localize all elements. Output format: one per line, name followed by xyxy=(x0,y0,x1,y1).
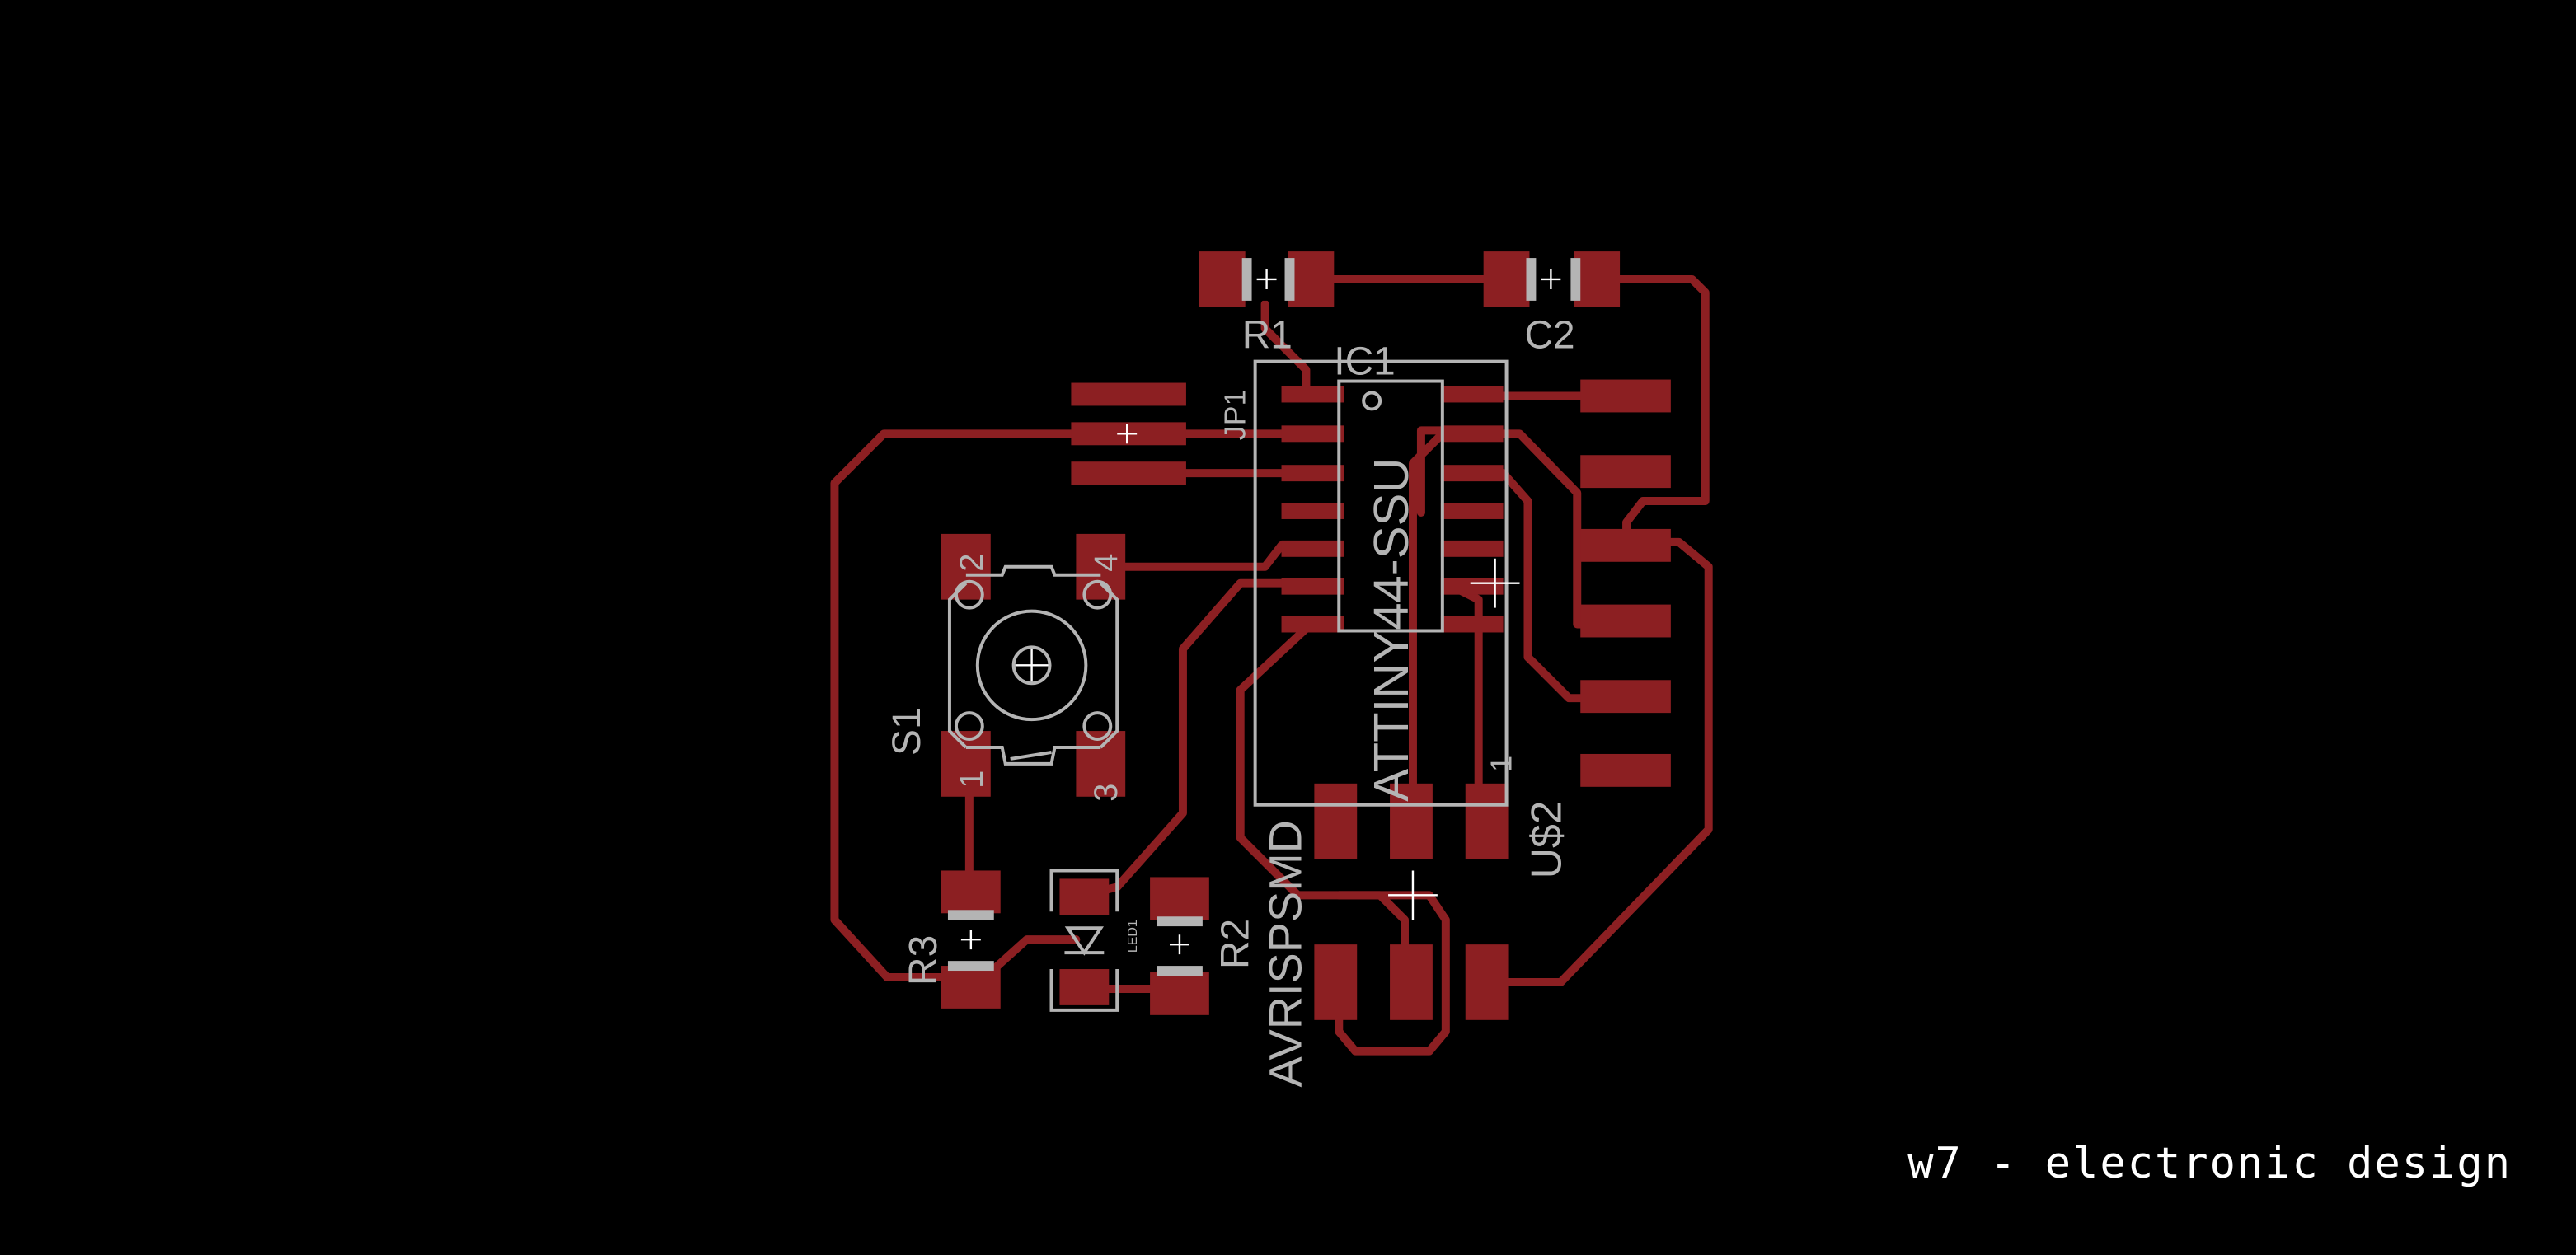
label-s1-pin1: 1 xyxy=(954,770,990,789)
avrisp-pad-4 xyxy=(1314,944,1358,1020)
ic1-pin-r4 xyxy=(1440,503,1504,519)
s1-corner-br xyxy=(1082,711,1113,742)
r3-pad-bottom xyxy=(941,966,1001,1009)
label-c2: C2 xyxy=(1524,314,1574,358)
trace-r3-led xyxy=(989,935,1081,974)
label-avrisp: AVRISPSMD xyxy=(1259,820,1311,1088)
r3-pad-top xyxy=(941,870,1001,914)
label-attiny: ATTINY44-SSU xyxy=(1363,457,1419,801)
ic1-pin1-marker xyxy=(1362,391,1382,411)
r1-pad-left xyxy=(1199,251,1246,307)
trace-avrisp-loop-bottom xyxy=(1335,891,1450,1056)
led-pad-top xyxy=(1059,878,1110,915)
ic1-pin-r5 xyxy=(1440,540,1504,557)
ic1-inner-outline xyxy=(1337,379,1444,633)
r1-origin xyxy=(1256,269,1277,289)
r1-pad-right xyxy=(1288,251,1335,307)
c2-pad-right xyxy=(1574,251,1621,307)
s1-corner-tr xyxy=(1082,579,1113,610)
s1-pad-1 xyxy=(941,731,991,797)
avrisp-pad-1 xyxy=(1314,783,1358,859)
c2-pad-left xyxy=(1483,251,1530,307)
led-pad-bottom xyxy=(1059,969,1110,1005)
origin-markers xyxy=(960,269,1561,955)
header-pad-3 xyxy=(1580,528,1671,562)
ic1-origin xyxy=(1470,558,1520,608)
header-pad-4 xyxy=(1580,604,1671,638)
silk-labels: R1 C2 IC1 JP1 ATTINY44-SSU S1 2 4 1 3 R3… xyxy=(885,314,1575,1088)
c2-body-2 xyxy=(1570,258,1581,301)
caption-title: w7 - electronic design xyxy=(1907,1139,2512,1188)
s1-knob-outer xyxy=(975,609,1088,722)
label-r3: R3 xyxy=(902,935,945,986)
ic1-pin-r3 xyxy=(1440,465,1504,482)
header-pad-1 xyxy=(1580,379,1671,413)
ic1-pin-l5 xyxy=(1281,540,1344,557)
r3-origin xyxy=(960,930,981,950)
label-s1-pin3: 3 xyxy=(1088,784,1124,802)
ic1-pin-l1 xyxy=(1281,386,1344,403)
c2-body xyxy=(1526,258,1537,301)
s1-knob-inner xyxy=(1011,645,1052,686)
ic1-pin-r1 xyxy=(1440,386,1504,403)
trace-ic-led xyxy=(1080,578,1319,900)
trace-ic-avrisp-left xyxy=(1236,616,1409,981)
label-r2: R2 xyxy=(1214,919,1258,969)
trace-ic-avrisp-mid xyxy=(1408,426,1450,826)
label-jp1: JP1 xyxy=(1219,390,1252,441)
c2-origin xyxy=(1541,269,1561,289)
r2-pad-bottom xyxy=(1150,972,1209,1015)
label-s1-pin2: 2 xyxy=(954,554,990,572)
avrisp-origin xyxy=(1388,870,1438,920)
ic1-pin-l4 xyxy=(1281,503,1344,519)
s1-pad-3 xyxy=(1076,731,1126,797)
ic1-pin-r7 xyxy=(1440,616,1504,633)
ic1-pin-l7 xyxy=(1281,616,1344,633)
trace-jp1-left-loop xyxy=(830,429,1081,981)
label-r1: R1 xyxy=(1242,314,1293,358)
label-s1: S1 xyxy=(885,707,929,756)
label-s1-pin4: 4 xyxy=(1088,554,1124,572)
smd-bodies xyxy=(947,258,1581,976)
s1-spring xyxy=(1010,750,1052,761)
led-outline xyxy=(1049,869,1119,1012)
r2-body-2 xyxy=(1157,966,1203,976)
label-led: LED1 xyxy=(1126,920,1140,953)
avrisp-pad-6 xyxy=(1465,944,1509,1020)
led-symbol xyxy=(1064,926,1105,956)
ic1-pin-l6 xyxy=(1281,578,1344,595)
s1-body-outline xyxy=(947,564,1119,766)
jp1-origin xyxy=(1117,424,1138,444)
r1-body-2 xyxy=(1284,258,1295,301)
label-ic1: IC1 xyxy=(1334,340,1395,384)
s1-corner-bl xyxy=(954,711,984,742)
trace-r1-ic xyxy=(1260,299,1311,400)
r2-pad-top xyxy=(1150,877,1209,920)
r1-body xyxy=(1241,258,1252,301)
label-us2-pin1: 1 xyxy=(1485,756,1518,772)
ic1-pin-r6 xyxy=(1440,578,1504,595)
r2-body xyxy=(1157,916,1203,927)
r3-body-2 xyxy=(947,961,994,972)
header-pad-2 xyxy=(1580,455,1671,489)
ic1-pin-l2 xyxy=(1281,425,1344,443)
s1-corner-tl xyxy=(954,579,984,610)
avrisp-pad-5 xyxy=(1390,944,1433,1020)
jp1-pad-1 xyxy=(1071,382,1186,406)
avrisp-pad-2 xyxy=(1390,783,1433,859)
copper-pads xyxy=(941,251,1671,1020)
jp1-pad-3 xyxy=(1071,461,1186,485)
ic1-pin-r2 xyxy=(1440,425,1504,443)
header-pad-5 xyxy=(1580,680,1671,714)
header-pad-6 xyxy=(1580,753,1671,787)
s1-origin xyxy=(1015,649,1049,682)
r3-body xyxy=(947,910,994,920)
trace-c2-right-down xyxy=(1614,275,1710,555)
ic1-pin-l3 xyxy=(1281,465,1344,482)
avrisp-pad-3 xyxy=(1465,783,1509,859)
r2-origin xyxy=(1170,934,1189,955)
label-us2: U$2 xyxy=(1522,800,1570,878)
